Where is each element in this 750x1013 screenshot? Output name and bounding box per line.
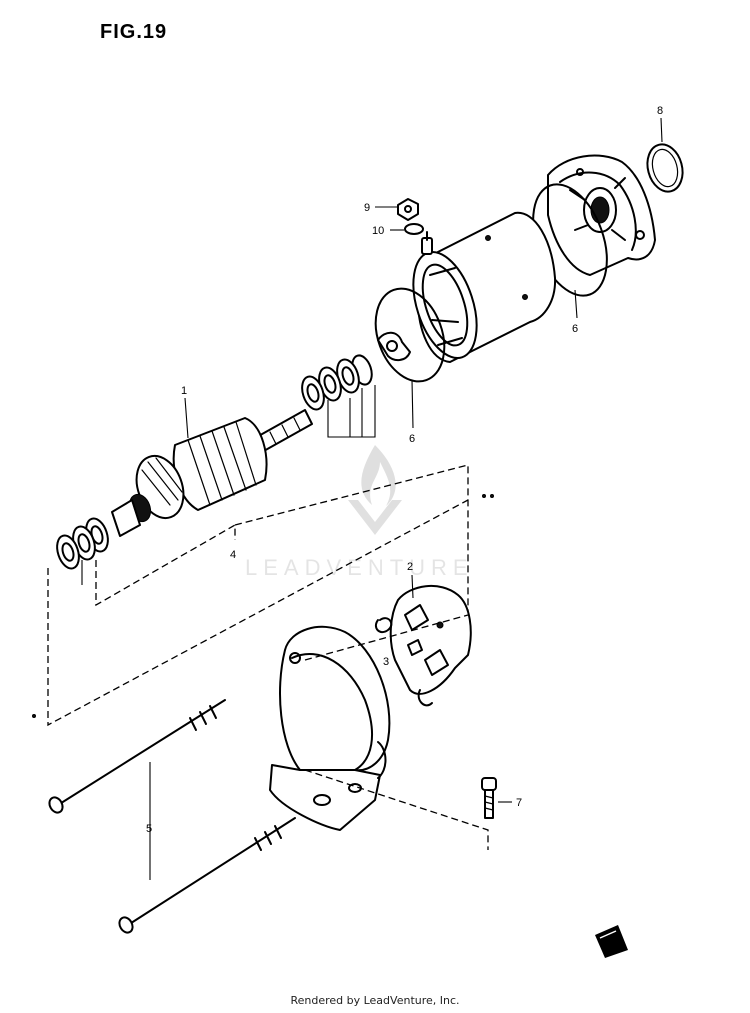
callout-10: 10 [372,225,384,237]
bracket-4-dashed [95,523,236,607]
callout-1: 1 [181,385,187,397]
part-2-brush-holder[interactable] [389,584,472,695]
bracket-rear-washers [327,385,376,438]
washer-stack-rear[interactable] [298,353,375,412]
front-housing[interactable] [269,625,391,831]
part-1-armature[interactable] [111,409,313,537]
part-6-gasket-front[interactable] [364,279,457,391]
assembly-line-screw [304,769,489,850]
watermark-logo-icon [348,445,402,535]
part-stamp-mark-icon [595,925,628,958]
part-5-through-bolt-upper[interactable] [47,699,226,815]
callout-9: 9 [364,202,370,214]
figure-title: FIG.19 [100,21,167,43]
bracket-4-left-dashed [47,499,469,727]
rear-end-cover[interactable] [547,154,656,276]
callout-6-rear: 6 [572,323,578,335]
part-7-screw[interactable] [481,777,497,819]
part-10-washer[interactable] [404,223,424,235]
callout-7: 7 [516,797,522,809]
leader-8 [660,117,663,143]
part-8-o-ring[interactable] [642,140,687,195]
washer-stack-front[interactable] [53,516,112,572]
callout-8: 8 [657,105,663,117]
leader-2 [411,574,414,599]
bracket-4-right-dashed [234,464,469,615]
assembly-line-brush [304,614,469,661]
brush-plate-ring[interactable] [377,331,411,362]
part-9-nut[interactable] [397,198,419,221]
callout-3: 3 [383,656,389,668]
part-5-through-bolt-lower[interactable] [117,817,296,935]
callout-4: 4 [230,549,236,561]
footer-credit: Rendered by LeadVenture, Inc. [290,994,460,1007]
yoke-housing[interactable] [401,211,557,366]
callout-6-front: 6 [409,433,415,445]
leader-6a [574,289,578,319]
part-3-brush-spring[interactable] [374,617,433,707]
callout-2: 2 [407,561,413,573]
callout-5: 5 [146,823,152,835]
leader-1 [184,397,189,439]
leader-6b [411,379,414,429]
